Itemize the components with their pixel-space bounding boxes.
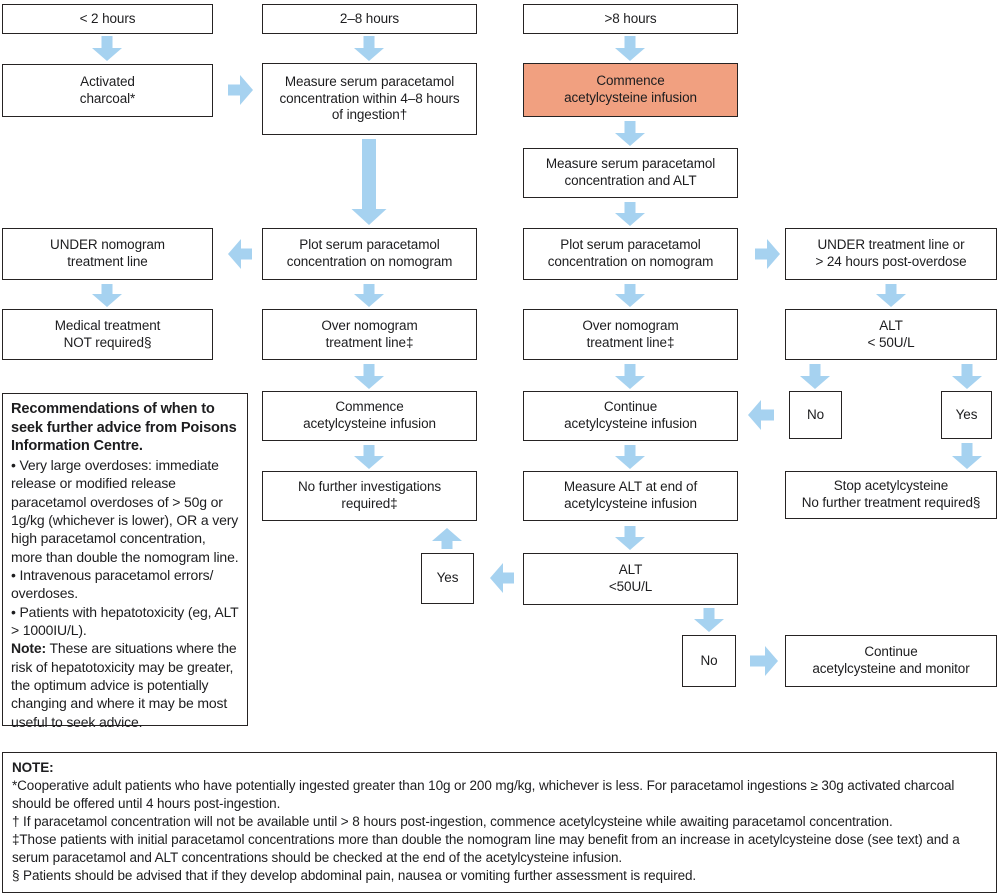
node-time-under-2-hours: < 2 hours	[2, 4, 213, 34]
arrow-down-icon	[354, 445, 384, 469]
footnote-asterisk: *Cooperative adult patients who have pot…	[12, 777, 955, 811]
footnotes-panel: NOTE: *Cooperative adult patients who ha…	[2, 752, 997, 893]
node-over-nomogram-line-mid: Over nomogram treatment line‡	[262, 309, 477, 360]
node-measure-paracetamol-and-alt: Measure serum paracetamol concentration …	[523, 148, 738, 198]
footnote-section: § Patients should be advised that if the…	[12, 867, 697, 883]
node-measure-alt-at-end: Measure ALT at end of acetylcysteine inf…	[523, 471, 738, 521]
advice-bullet-intravenous-errors: • Intravenous paracetamol errors/ overdo…	[11, 566, 214, 602]
arrow-down-icon	[351, 139, 387, 225]
node-continue-acetylcysteine: Continue acetylcysteine infusion	[523, 391, 738, 441]
arrow-down-icon	[952, 443, 982, 469]
advice-heading: Recommendations of when to seek further …	[11, 401, 237, 455]
node-decision-no-right: No	[789, 391, 842, 439]
node-decision-no-mid: No	[682, 635, 736, 687]
node-stop-acetylcysteine: Stop acetylcysteine No further treatment…	[785, 471, 997, 519]
arrow-right-icon	[228, 75, 253, 105]
node-commence-acetylcysteine-highlighted: Commence acetylcysteine infusion	[523, 63, 738, 117]
node-plot-concentration-right: Plot serum paracetamol concentration on …	[523, 228, 738, 280]
arrow-down-icon	[615, 526, 645, 550]
advice-note: Note: These are situations where the ris…	[11, 639, 239, 731]
advice-note-text: These are situations where the risk of h…	[11, 640, 237, 730]
arrow-left-icon	[490, 563, 514, 593]
node-no-further-investigations: No further investigations required‡	[262, 471, 477, 521]
node-medical-treatment-not-required: Medical treatment NOT required§	[2, 309, 213, 360]
arrow-down-icon	[615, 364, 645, 389]
arrow-down-icon	[952, 364, 982, 389]
footnote-dagger: † If paracetamol concentration will not …	[12, 813, 893, 829]
node-continue-and-monitor: Continue acetylcysteine and monitor	[785, 635, 997, 687]
advice-note-label: Note:	[11, 640, 47, 657]
advice-bullet-large-overdoses: • Very large overdoses: immediate releas…	[11, 457, 239, 565]
footnote-double-dagger: ‡Those patients with initial paracetamol…	[12, 831, 960, 865]
node-decision-yes-right: Yes	[941, 391, 992, 439]
node-time-2-8-hours: 2–8 hours	[262, 4, 477, 34]
arrow-down-icon	[615, 445, 645, 469]
node-commence-acetylcysteine-mid: Commence acetylcysteine infusion	[262, 391, 477, 441]
arrow-down-icon	[354, 364, 384, 389]
advice-bullet-hepatotoxicity: • Patients with hepatotoxicity (eg, ALT …	[11, 603, 239, 638]
arrow-down-icon	[694, 608, 724, 632]
arrow-left-icon	[748, 400, 774, 430]
node-over-nomogram-line-right: Over nomogram treatment line‡	[523, 309, 738, 360]
node-under-line-or-24h-post-overdose: UNDER treatment line or > 24 hours post-…	[785, 228, 997, 280]
arrow-down-icon	[354, 36, 384, 61]
node-measure-serum-4-8-hours: Measure serum paracetamol concentration …	[262, 63, 477, 135]
node-alt-under-50-right: ALT < 50U/L	[785, 309, 997, 360]
arrow-down-icon	[876, 284, 906, 307]
node-under-nomogram-line: UNDER nomogram treatment line	[2, 228, 213, 280]
arrow-right-icon	[755, 239, 780, 269]
node-plot-concentration-mid: Plot serum paracetamol concentration on …	[262, 228, 477, 280]
arrow-down-icon	[354, 284, 384, 307]
node-alt-under-50-mid: ALT <50U/L	[523, 553, 738, 605]
node-activated-charcoal: Activated charcoal*	[2, 64, 213, 117]
arrow-down-icon	[615, 36, 645, 61]
node-time-over-8-hours: >8 hours	[523, 4, 738, 34]
arrow-right-icon	[750, 646, 778, 676]
footnotes-label: NOTE:	[12, 760, 54, 775]
arrow-down-icon	[615, 202, 645, 226]
arrow-down-icon	[615, 121, 645, 146]
arrow-up-icon	[432, 528, 462, 549]
arrow-down-icon	[92, 284, 122, 307]
arrow-down-icon	[800, 364, 830, 389]
arrow-down-icon	[615, 284, 645, 307]
arrow-left-icon	[228, 239, 252, 269]
node-decision-yes-mid: Yes	[421, 553, 474, 604]
arrow-down-icon	[92, 36, 122, 61]
poisons-advice-panel: Recommendations of when to seek further …	[2, 393, 248, 730]
